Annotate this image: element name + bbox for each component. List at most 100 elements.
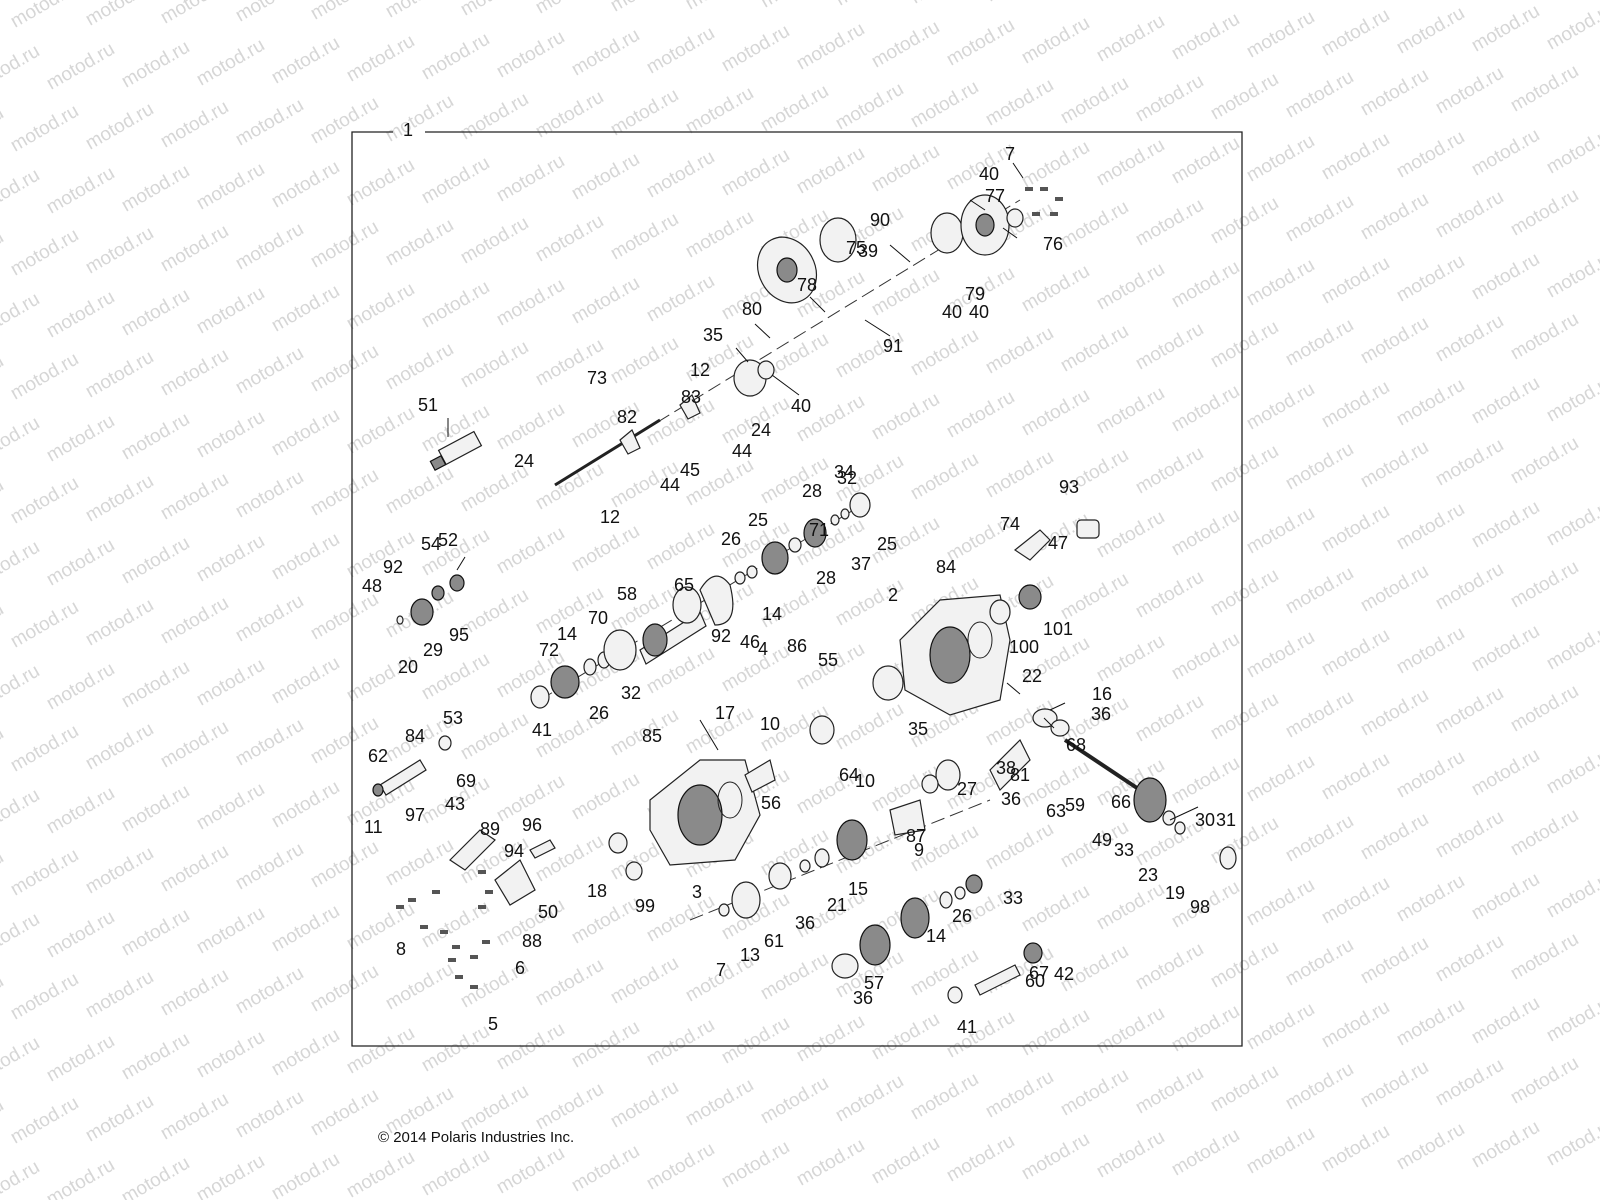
watermark-text: motod.ru [868,1009,943,1065]
watermark-text: motod.ru [0,351,7,407]
callout-label: 33 [1114,840,1134,860]
watermark-text: motod.ru [1168,753,1243,809]
watermark-text: motod.ru [1393,623,1468,679]
watermark-text: motod.ru [1543,867,1600,923]
callout-label: 2 [888,585,898,605]
watermark-text: motod.ru [1093,1003,1168,1059]
watermark-text: motod.ru [43,783,118,839]
watermark-text: motod.ru [1357,313,1432,369]
watermark-text: motod.ru [0,971,7,1027]
watermark-text: motod.ru [643,147,718,203]
callout-label: 90 [870,210,890,230]
watermark-text: motod.ru [1393,3,1468,59]
watermark-text: motod.ru [1093,135,1168,191]
watermark-text: motod.ru [868,1133,943,1189]
watermark-text: motod.ru [982,1067,1057,1123]
watermark-text: motod.ru [307,93,382,149]
watermark-text: motod.ru [157,469,232,525]
callout-label: 10 [855,771,875,791]
watermark-text: motod.ru [868,265,943,321]
watermark-text: motod.ru [118,657,193,713]
watermark-text: motod.ru [7,969,82,1025]
callout-label: 50 [538,902,558,922]
watermark-text: motod.ru [1468,993,1543,1049]
watermark-text: motod.ru [1243,627,1318,683]
watermark-text: motod.ru [1507,1053,1582,1109]
watermark-text: motod.ru [1357,685,1432,741]
watermark-text: motod.ru [7,349,82,405]
watermark-text: motod.ru [193,1151,268,1200]
watermark-text: motod.ru [268,281,343,337]
callout-label: 5 [488,1014,498,1034]
watermark-text: motod.ru [1243,503,1318,559]
watermark-text: motod.ru [982,75,1057,131]
callout-label: 82 [617,407,637,427]
callout-label: 59 [1065,795,1085,815]
callout-label: 28 [816,568,836,588]
watermark-text: motod.ru [1357,65,1432,121]
watermark-text: motod.ru [343,279,418,335]
watermark-text: motod.ru [0,0,7,34]
watermark-text: motod.ru [757,1073,832,1129]
callout-label: 58 [617,584,637,604]
callout-label: 31 [1216,810,1236,830]
part-51-sensor [429,430,483,472]
watermark-text: motod.ru [1318,749,1393,805]
watermark-text: motod.ru [1057,1065,1132,1121]
watermark-text: motod.ru [307,341,382,397]
watermark-text: motod.ru [43,535,118,591]
callout-label: 86 [787,636,807,656]
watermark-text: motod.ru [1132,71,1207,127]
callout-label: 99 [635,896,655,916]
callout-label: 10 [760,714,780,734]
watermark-text: motod.ru [793,1011,868,1067]
watermark-text: motod.ru [1282,315,1357,371]
watermark-text: motod.ru [157,221,232,277]
callout-label: 96 [522,815,542,835]
callout-label: 60 [1025,971,1045,991]
callout-label: 80 [742,299,762,319]
watermark-text: motod.ru [193,159,268,215]
watermark-text: motod.ru [1543,371,1600,427]
gear-71 [836,819,868,861]
watermark-text: motod.ru [643,1139,718,1195]
watermark-text: motod.ru [43,163,118,219]
watermark-text: motod.ru [1468,125,1543,181]
watermark-text: motod.ru [718,21,793,77]
watermark-text: motod.ru [607,0,682,16]
callout-label: 43 [445,794,465,814]
callout-label: 32 [621,683,641,703]
watermark-text: motod.ru [1243,7,1318,63]
watermark-text: motod.ru [1543,1115,1600,1171]
watermark-text: motod.ru [418,153,493,209]
callout-label: 57 [864,973,884,993]
gear-68 [603,629,637,671]
watermark-text: motod.ru [1393,1119,1468,1175]
watermark-text: motod.ru [682,0,757,14]
watermark-text: motod.ru [1393,251,1468,307]
watermark-text: motod.ru [1282,563,1357,619]
watermark-text: motod.ru [157,965,232,1021]
watermark-text: motod.ru [757,949,832,1005]
callout-label: 53 [443,708,463,728]
watermark-text: motod.ru [343,155,418,211]
callout-label: 35 [908,719,928,739]
callout-label: 94 [504,841,524,861]
watermark-text: motod.ru [1207,565,1282,621]
watermark-text: motod.ru [1132,0,1207,2]
watermark-text: motod.ru [1543,495,1600,551]
watermark-text: motod.ru [1243,1123,1318,1179]
watermark-text: motod.ru [1093,11,1168,67]
watermark-text: motod.ru [1282,191,1357,247]
callout-label: 30 [1195,810,1215,830]
watermark-text: motod.ru [568,893,643,949]
watermark-text: motod.ru [232,963,307,1019]
callout-label: 35 [703,325,723,345]
watermark-text: motod.ru [0,103,7,159]
watermark-text: motod.ru [1432,1055,1507,1111]
callout-label: 15 [848,879,868,899]
shaft-58 [639,611,707,665]
watermark-text: motod.ru [757,0,832,12]
watermark-text: motod.ru [493,523,568,579]
